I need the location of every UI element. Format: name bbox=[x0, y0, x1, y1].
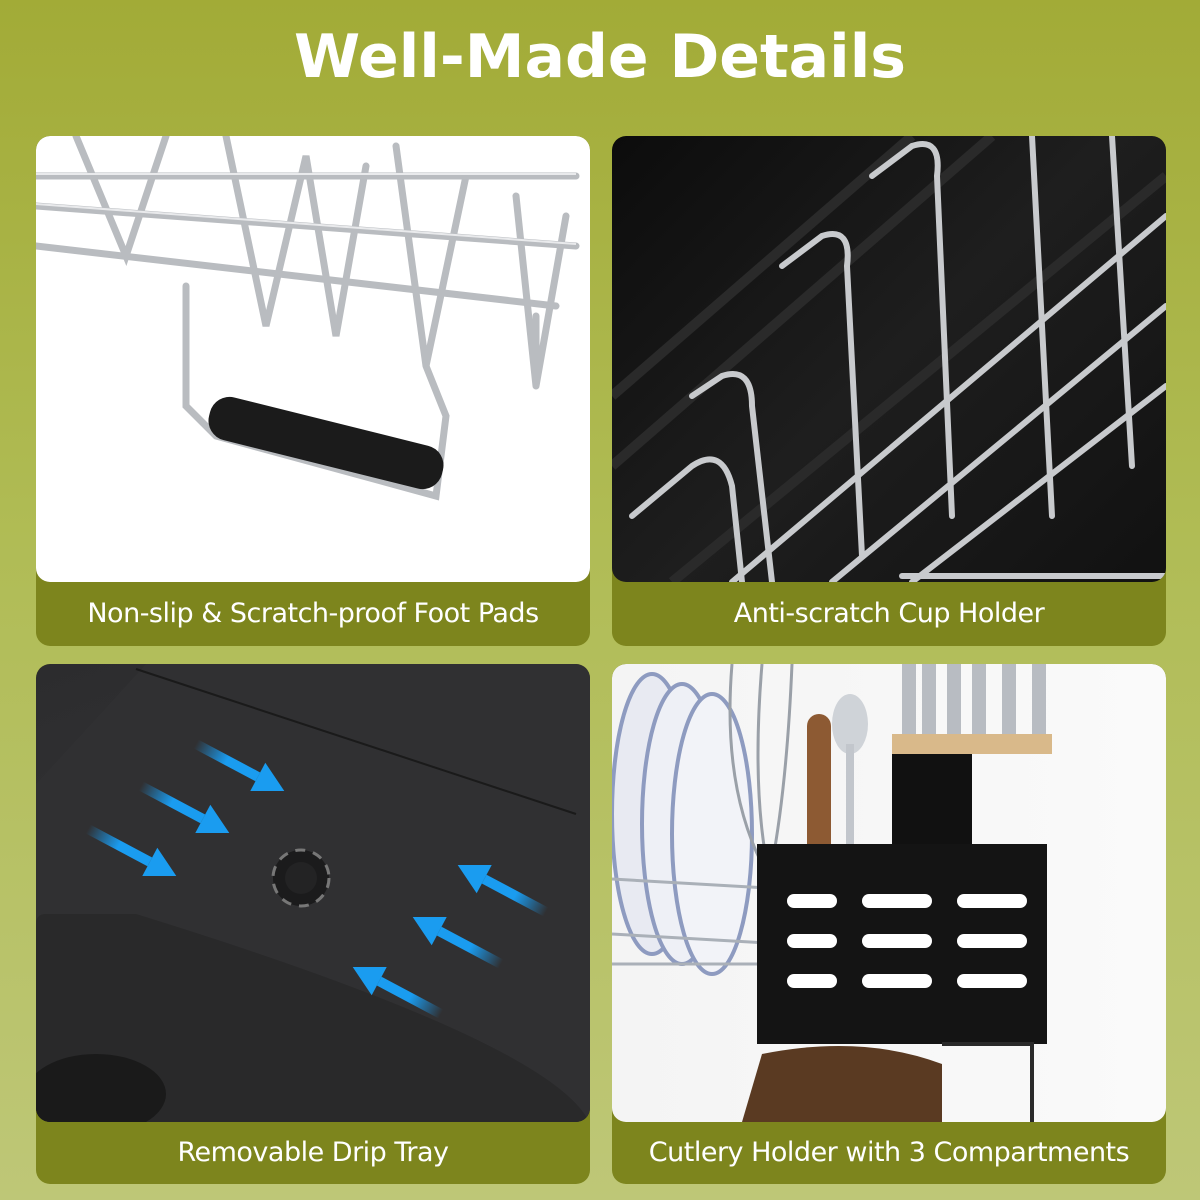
cutlery-holder-box bbox=[757, 844, 1047, 1044]
foot-pad bbox=[208, 396, 444, 490]
cutlery-holder-photo bbox=[612, 664, 1166, 1122]
cup-holder-illustration bbox=[612, 136, 1166, 582]
feature-caption: Removable Drip Tray bbox=[177, 1137, 449, 1168]
cutlery-holder-illustration bbox=[612, 664, 1052, 1122]
foot-pads-photo bbox=[36, 136, 590, 582]
feature-card-cup-holder: Anti-scratch Cup Holder bbox=[612, 136, 1166, 646]
feature-card-cutlery-holder: Cutlery Holder with 3 Compartments bbox=[612, 664, 1166, 1184]
arrow-right-icon bbox=[193, 739, 285, 791]
drain-hole-icon bbox=[271, 848, 331, 908]
wire-rack-illustration bbox=[36, 136, 580, 501]
feature-caption: Non-slip & Scratch-proof Foot Pads bbox=[87, 598, 539, 629]
drip-tray-illustration bbox=[36, 664, 590, 1122]
arrow-left-icon bbox=[352, 967, 444, 1019]
arrow-right-icon bbox=[138, 781, 230, 833]
feature-caption: Cutlery Holder with 3 Compartments bbox=[648, 1137, 1130, 1168]
page-title: Well-Made Details bbox=[293, 22, 906, 92]
cup-holder-photo bbox=[612, 136, 1166, 582]
feature-card-drip-tray: Removable Drip Tray bbox=[36, 664, 590, 1184]
arrow-left-icon bbox=[412, 917, 504, 969]
whisk bbox=[728, 664, 794, 865]
drip-tray-photo bbox=[36, 664, 590, 1122]
arrow-left-icon bbox=[457, 865, 549, 917]
feature-card-foot-pads: Non-slip & Scratch-proof Foot Pads bbox=[36, 136, 590, 646]
feature-caption: Anti-scratch Cup Holder bbox=[733, 598, 1045, 629]
arrow-right-icon bbox=[85, 824, 177, 876]
